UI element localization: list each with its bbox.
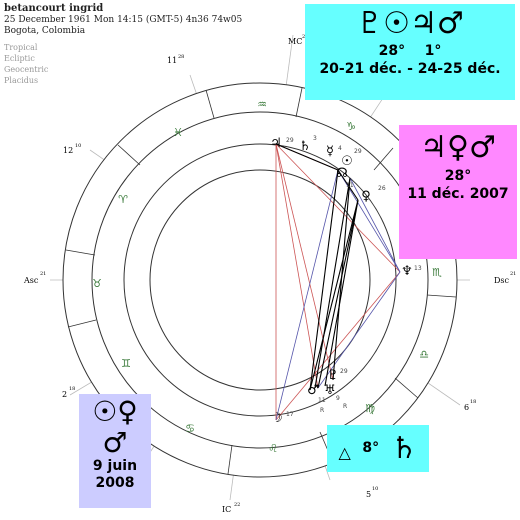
lavender-date-day: 9 juin <box>92 458 138 474</box>
option-coordinates: Ecliptic <box>4 54 35 63</box>
svg-text:♄: ♄ <box>299 139 311 154</box>
magenta-date: 11 déc. 2007 <box>407 186 509 202</box>
cyan-dates: 20-21 déc. - 24-25 déc. <box>319 61 501 77</box>
svg-text:R: R <box>320 407 324 414</box>
svg-text:♓: ♓ <box>173 126 183 139</box>
transit-box-lavender: ☉♀ ♂ 9 juin 2008 <box>79 394 151 508</box>
svg-text:17: 17 <box>286 411 294 418</box>
transit-box-magenta: ♃♀♂ 28° 11 déc. 2007 <box>399 125 517 259</box>
svg-text:10: 10 <box>75 143 81 149</box>
svg-text:☊: ☊ <box>336 166 348 181</box>
svg-text:2: 2 <box>62 390 67 399</box>
svg-text:♆: ♆ <box>401 264 413 279</box>
svg-text:☉: ☉ <box>341 154 353 169</box>
svg-text:22: 22 <box>234 502 240 508</box>
ic-label: IC <box>222 505 231 514</box>
aspect-lines-black <box>275 143 359 391</box>
aspect-lines-blue <box>275 169 401 421</box>
transit-box-cyan: ♇☉♃♂ 28° 1° 20-21 déc. - 24-25 déc. <box>305 4 515 100</box>
svg-text:♉: ♉ <box>92 277 102 290</box>
svg-text:♀: ♀ <box>361 189 371 204</box>
svg-text:4: 4 <box>338 145 342 152</box>
chart-datetime: 25 December 1961 Mon 14:15 (GMT-5) 4n36 … <box>4 15 243 25</box>
svg-text:3: 3 <box>313 135 317 142</box>
svg-text:26: 26 <box>378 185 386 192</box>
svg-text:♌: ♌ <box>268 442 278 455</box>
zodiac-inner-ring <box>91 111 429 449</box>
chart-place: Bogota, Colombia <box>4 26 86 36</box>
svg-text:10: 10 <box>372 486 378 492</box>
svg-text:♅: ♅ <box>324 383 336 398</box>
svg-text:29: 29 <box>340 368 348 375</box>
svg-text:♍: ♍ <box>365 402 375 415</box>
magenta-degree: 28° <box>444 168 472 184</box>
svg-text:♂: ♂ <box>307 383 319 398</box>
svg-text:♒: ♒ <box>257 98 267 111</box>
cyan-degrees: 28° 1° <box>378 43 442 59</box>
svg-text:R: R <box>343 403 347 410</box>
aspect-degree: 8° <box>362 440 380 456</box>
svg-text:♎: ♎ <box>419 348 429 361</box>
trine-icon: △ <box>338 443 351 462</box>
option-house-system: Placidus <box>4 76 39 85</box>
svg-text:11: 11 <box>346 182 354 189</box>
svg-text:♃: ♃ <box>270 136 282 151</box>
svg-text:18: 18 <box>470 399 476 405</box>
aspect-lines-red <box>275 143 401 421</box>
cyan-planet-glyphs: ♇☉♃♂ <box>356 6 464 41</box>
svg-text:11: 11 <box>167 56 177 65</box>
asc-label: Asc <box>23 276 39 285</box>
svg-text:21: 21 <box>40 271 46 277</box>
svg-text:♈: ♈ <box>118 193 128 206</box>
svg-text:18: 18 <box>69 386 75 392</box>
svg-text:29: 29 <box>286 137 294 144</box>
mc-label: MC <box>288 37 302 46</box>
svg-text:♊: ♊ <box>121 357 131 370</box>
aspect-circle <box>149 169 371 391</box>
lavender-date-year: 2008 <box>95 475 135 491</box>
svg-text:21: 21 <box>510 271 516 277</box>
svg-text:29: 29 <box>354 148 362 155</box>
svg-text:5: 5 <box>366 490 371 499</box>
svg-text:9: 9 <box>336 395 340 402</box>
aspect-box: △ 8° ♄ <box>327 425 429 472</box>
svg-text:6: 6 <box>464 403 469 412</box>
magenta-planet-glyphs: ♃♀♂ <box>420 130 496 165</box>
svg-text:11: 11 <box>318 397 326 404</box>
svg-text:♑: ♑ <box>346 120 356 133</box>
svg-text:12: 12 <box>63 146 73 155</box>
option-zodiac: Tropical <box>4 43 38 52</box>
svg-text:13: 13 <box>414 265 422 272</box>
svg-text:♇: ♇ <box>327 368 339 383</box>
dsc-label: Dsc <box>494 276 510 285</box>
lavender-planet-glyphs: ☉♀ <box>92 395 138 428</box>
svg-text:28: 28 <box>178 54 184 60</box>
svg-text:☽: ☽ <box>271 411 283 426</box>
option-center: Geocentric <box>4 65 49 74</box>
svg-text:♋: ♋ <box>185 422 195 435</box>
svg-text:♏: ♏ <box>432 266 442 279</box>
svg-text:☿: ☿ <box>326 144 334 159</box>
chart-name: betancourt ingrid <box>4 3 104 14</box>
lavender-mars-glyph: ♂ <box>102 426 128 459</box>
saturn-icon: ♄ <box>390 431 418 466</box>
